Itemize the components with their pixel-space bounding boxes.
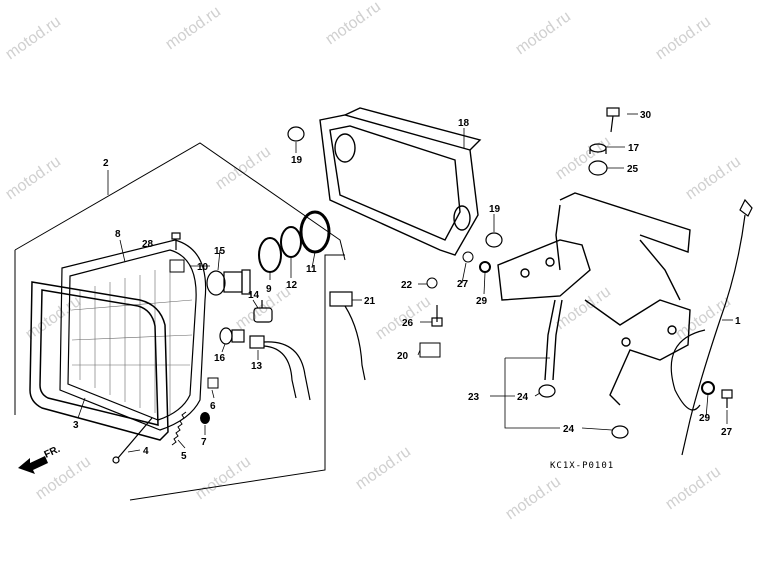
- callout-11: 11: [306, 264, 317, 275]
- callout-19-top: 19: [291, 155, 303, 166]
- watermark: motod.ru: [3, 13, 64, 63]
- watermark: motod.ru: [513, 8, 574, 58]
- watermark: motod.ru: [503, 473, 564, 523]
- watermark: motod.ru: [323, 0, 384, 48]
- callout-23: 23: [468, 392, 480, 403]
- grommet-19-top: [287, 126, 305, 142]
- washer-29-top: [479, 261, 491, 273]
- watermark: motod.ru: [353, 443, 414, 493]
- callout-10: 10: [197, 262, 209, 273]
- callout-6: 6: [210, 401, 216, 412]
- watermark-layer: motod.ru motod.ru motod.ru motod.ru moto…: [3, 0, 744, 523]
- housing-case-18: [319, 107, 482, 256]
- speedometer-cable-1: [670, 198, 753, 456]
- callout-2: 2: [103, 158, 109, 169]
- bolt-27-bottom: [721, 389, 733, 408]
- nut-22: [426, 277, 438, 289]
- clip-10: [169, 259, 185, 273]
- callout-1: 1: [735, 316, 741, 327]
- bulb-16: [219, 327, 245, 345]
- callout-8: 8: [115, 229, 121, 240]
- watermark: motod.ru: [553, 283, 614, 333]
- ring-12: [280, 226, 302, 258]
- rubber-25: [588, 160, 608, 176]
- callout-29-top: 29: [476, 296, 488, 307]
- bolt-27-top: [462, 251, 474, 263]
- callout-3: 3: [73, 420, 79, 431]
- leader-lines: [77, 113, 733, 453]
- callout-26: 26: [402, 318, 414, 329]
- bolt-30: [606, 107, 620, 133]
- watermark: motod.ru: [683, 153, 744, 203]
- watermark: motod.ru: [553, 133, 614, 183]
- headlight-stay: [497, 192, 691, 406]
- front-direction-arrow: FR.: [18, 444, 62, 474]
- callout-30: 30: [640, 110, 652, 121]
- diagram-code: KC1X-P0101: [550, 461, 614, 471]
- ring-11: [299, 210, 331, 254]
- watermark: motod.ru: [673, 293, 734, 343]
- callout-7: 7: [201, 437, 207, 448]
- callout-25: 25: [627, 164, 639, 175]
- connector-21: [329, 291, 366, 381]
- callout-28: 28: [142, 239, 154, 250]
- assembly-outline: [14, 142, 346, 501]
- screw-28: [171, 232, 181, 250]
- bulb-15: [206, 269, 251, 296]
- callout-18: 18: [458, 118, 470, 129]
- collar-17: [589, 143, 607, 154]
- callout-16: 16: [214, 353, 226, 364]
- watermark: motod.ru: [3, 153, 64, 203]
- callout-20: 20: [397, 351, 409, 362]
- spring-5: [171, 411, 187, 446]
- harness-13: [249, 335, 311, 401]
- screw-4: [112, 417, 153, 464]
- grommet-19-right: [485, 232, 503, 248]
- front-direction-label: FR.: [43, 444, 62, 461]
- callout-21: 21: [364, 296, 376, 307]
- callout-12: 12: [286, 280, 298, 291]
- callout-4: 4: [143, 446, 149, 457]
- nut-6: [207, 377, 219, 389]
- callout-24-lower: 24: [563, 424, 575, 435]
- callout-5: 5: [181, 451, 187, 462]
- socket-14: [253, 300, 273, 323]
- callout-27-top: 27: [457, 279, 469, 290]
- watermark: motod.ru: [193, 453, 254, 503]
- callout-13: 13: [251, 361, 263, 372]
- callout-22: 22: [401, 280, 413, 291]
- watermark: motod.ru: [653, 13, 714, 63]
- bolt-26: [431, 305, 443, 327]
- watermark: motod.ru: [663, 463, 724, 513]
- rubber-24-lower: [611, 425, 629, 439]
- callout-29-bottom: 29: [699, 413, 711, 424]
- headlight-rim: [29, 281, 169, 441]
- callout-27-bottom: 27: [721, 427, 733, 438]
- callout-14: 14: [248, 290, 260, 301]
- watermark: motod.ru: [163, 3, 224, 53]
- callout-9: 9: [266, 284, 272, 295]
- washer-29-bottom: [701, 381, 715, 395]
- ring-9: [258, 237, 282, 273]
- callout-labels: 2 8 28 10 15 9 12 11 14 16 13 6 7 5 4 3 …: [73, 110, 741, 462]
- callout-15: 15: [214, 246, 226, 257]
- callout-19-right: 19: [489, 204, 501, 215]
- callout-17: 17: [628, 143, 640, 154]
- callout-24-upper: 24: [517, 392, 529, 403]
- watermark: motod.ru: [213, 143, 274, 193]
- cap-7: [200, 412, 210, 424]
- rubber-24-upper: [538, 384, 556, 398]
- clip-20: [419, 342, 441, 358]
